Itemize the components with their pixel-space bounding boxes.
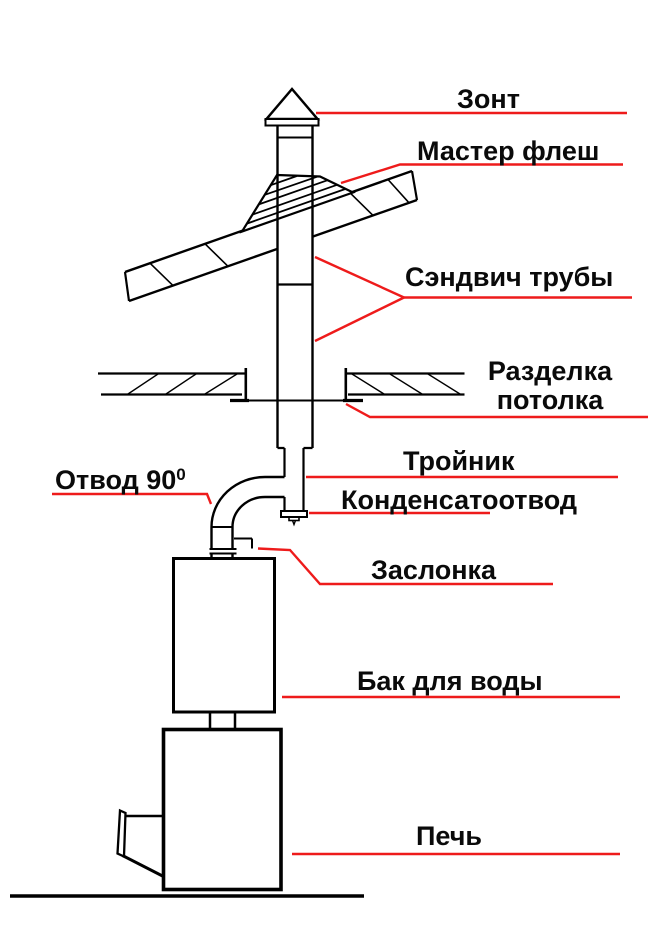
label-ceiling-cutout: Разделка потолка [465, 357, 635, 415]
label-sandwich-pipes: Сэндвич трубы [405, 262, 614, 292]
water-tank-shape [172, 557, 276, 729]
stove-shape [116, 727, 283, 892]
pointer-sandwich-lower [314, 296, 405, 343]
label-ceiling-cutout-line2: потолка [496, 385, 604, 415]
pointer-master-flash [340, 163, 623, 185]
sandwich-pipe-shape [276, 125, 314, 450]
pointer-elbow [52, 492, 213, 505]
label-damper: Заслонка [371, 555, 497, 585]
elbow-shape [209, 475, 285, 558]
master-flash-shape [239, 173, 356, 234]
pointer-lines [52, 111, 648, 856]
label-tee: Тройник [403, 446, 515, 476]
ceiling-cutout-shape [98, 368, 465, 403]
pointer-sandwich-upper [314, 255, 405, 299]
chimney-cap-shape [263, 87, 321, 127]
damper-shape [234, 537, 253, 549]
label-water-tank: Бак для воды [357, 666, 543, 696]
label-condensate-drain: Конденсатоотвод [341, 485, 578, 515]
label-elbow-superscript: 0 [176, 465, 186, 484]
label-elbow-90: Отвод 900 [55, 461, 186, 494]
tee-shape [280, 448, 308, 527]
label-elbow-text: Отвод 90 [55, 465, 177, 495]
label-ceiling-cutout-line1: Разделка [487, 356, 613, 386]
pointer-damper [257, 547, 553, 586]
label-cap: Зонт [457, 84, 520, 114]
label-master-flash: Мастер флеш [417, 136, 600, 166]
pointer-ceiling-cutout [345, 402, 648, 419]
label-stove: Печь [416, 821, 483, 851]
